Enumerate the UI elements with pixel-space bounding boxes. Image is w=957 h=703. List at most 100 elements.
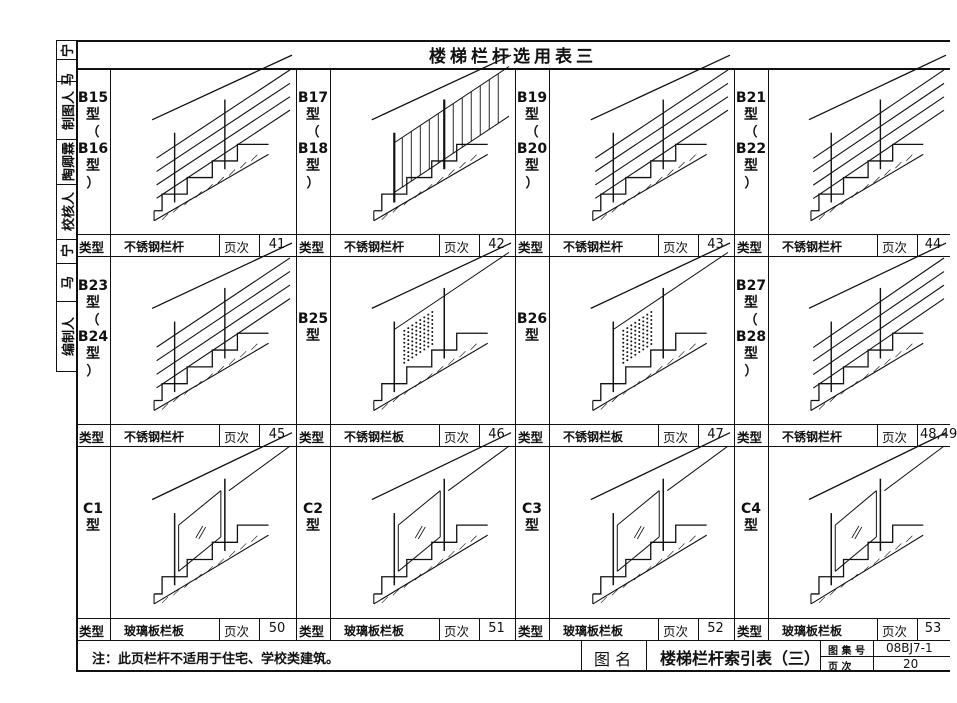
railing-code-part: C1 — [82, 501, 103, 517]
mesh-dot — [407, 331, 410, 334]
mesh-dot — [634, 325, 637, 328]
signature-text: 制图人 — [61, 90, 77, 130]
type-divider — [917, 234, 918, 256]
page-label: 页次 — [444, 240, 470, 255]
drawing-line — [448, 169, 455, 176]
page-label: 页次 — [224, 430, 250, 445]
mesh-dot — [650, 326, 653, 329]
mesh-dot — [634, 345, 637, 348]
mesh-dot — [427, 325, 430, 328]
railing-illustration — [808, 432, 947, 605]
mesh-dot — [642, 344, 645, 347]
mesh-dot — [431, 342, 434, 345]
mesh-dot — [642, 320, 645, 323]
mesh-dot — [638, 335, 641, 338]
drawing-line — [590, 242, 731, 309]
label-divider — [330, 256, 331, 424]
railing-code-part: B22 — [735, 141, 767, 157]
type-label: 类型 — [79, 624, 105, 639]
mesh-dot — [403, 333, 406, 336]
drawing-line — [810, 342, 924, 411]
drawing-line — [448, 550, 455, 558]
type-divider — [877, 618, 878, 640]
drawing-line — [895, 351, 902, 358]
railing-type-name: 不锈钢栏杆 — [124, 240, 185, 254]
mesh-dot — [622, 361, 625, 364]
railing-code-part: （ — [525, 125, 539, 140]
mesh-dot — [642, 328, 645, 331]
mesh-dot — [419, 323, 422, 326]
label-divider — [110, 446, 111, 618]
drawing-line — [895, 161, 902, 169]
railing-illustration — [151, 432, 293, 605]
mesh-dot — [415, 353, 418, 356]
railing-illustration — [371, 242, 512, 411]
drawing-line — [195, 380, 202, 388]
type-row-divider — [734, 618, 950, 619]
type-divider — [698, 618, 699, 640]
railing-code-part: 型 — [525, 158, 539, 174]
type-divider — [698, 424, 699, 446]
mesh-dot — [415, 349, 418, 352]
drawing-line — [394, 115, 510, 193]
column-divider — [296, 68, 297, 640]
drawing-line — [156, 109, 291, 199]
type-divider — [768, 424, 769, 446]
drawing-line — [862, 184, 869, 191]
label-divider — [330, 446, 331, 618]
railing-code-part: 型 — [306, 158, 320, 174]
drawing-line — [633, 525, 642, 539]
label-divider — [110, 256, 111, 424]
page-value: 20 — [903, 657, 919, 671]
mesh-dot — [431, 330, 434, 333]
drawing-line — [156, 69, 291, 159]
table-frame — [76, 40, 950, 672]
mesh-dot — [626, 343, 629, 346]
mesh-dot — [646, 313, 649, 316]
drawing-line — [906, 343, 913, 350]
mesh-dot — [411, 328, 414, 331]
signature-divider — [57, 184, 77, 185]
mesh-dot — [423, 332, 426, 335]
page-label: 页次 — [663, 240, 689, 255]
drawing-line — [151, 54, 293, 121]
type-divider — [110, 618, 111, 640]
railing-code-part: （ — [86, 313, 100, 328]
mesh-dot — [431, 318, 434, 321]
drawing-line — [470, 343, 477, 350]
drawing-line — [666, 445, 729, 492]
drawing-line — [678, 161, 685, 169]
type-divider — [330, 234, 331, 256]
type-divider — [259, 234, 260, 256]
mesh-dot — [403, 337, 406, 340]
drawing-line — [873, 365, 880, 373]
mesh-dot — [423, 344, 426, 347]
stair-outline — [592, 143, 707, 212]
page-label: 页次 — [882, 430, 908, 445]
mesh-dot — [642, 332, 645, 335]
drawing-line — [818, 213, 826, 220]
footer-sep-5 — [873, 640, 874, 672]
mesh-dot — [415, 345, 418, 348]
mesh-dot — [638, 319, 641, 322]
railing-code-part: B18 — [297, 141, 329, 157]
drawing-line — [611, 589, 619, 596]
drawing-line — [392, 395, 400, 403]
drawing-line — [153, 153, 269, 222]
drawing-line — [590, 54, 731, 121]
mesh-dot — [646, 333, 649, 336]
page-label: 页次 — [444, 430, 470, 445]
drawing-line — [851, 573, 858, 581]
mesh-dot — [638, 351, 641, 354]
type-divider — [549, 234, 550, 256]
drawing-line — [151, 432, 293, 501]
drawing-line — [239, 543, 247, 550]
stair-outline — [810, 332, 924, 402]
drawing-line — [414, 573, 422, 581]
drawing-line — [906, 154, 913, 161]
railing-code-part: 型 — [86, 295, 100, 311]
drawing-line — [403, 581, 411, 588]
drawing-line — [812, 257, 945, 348]
mesh-dot — [650, 330, 653, 333]
